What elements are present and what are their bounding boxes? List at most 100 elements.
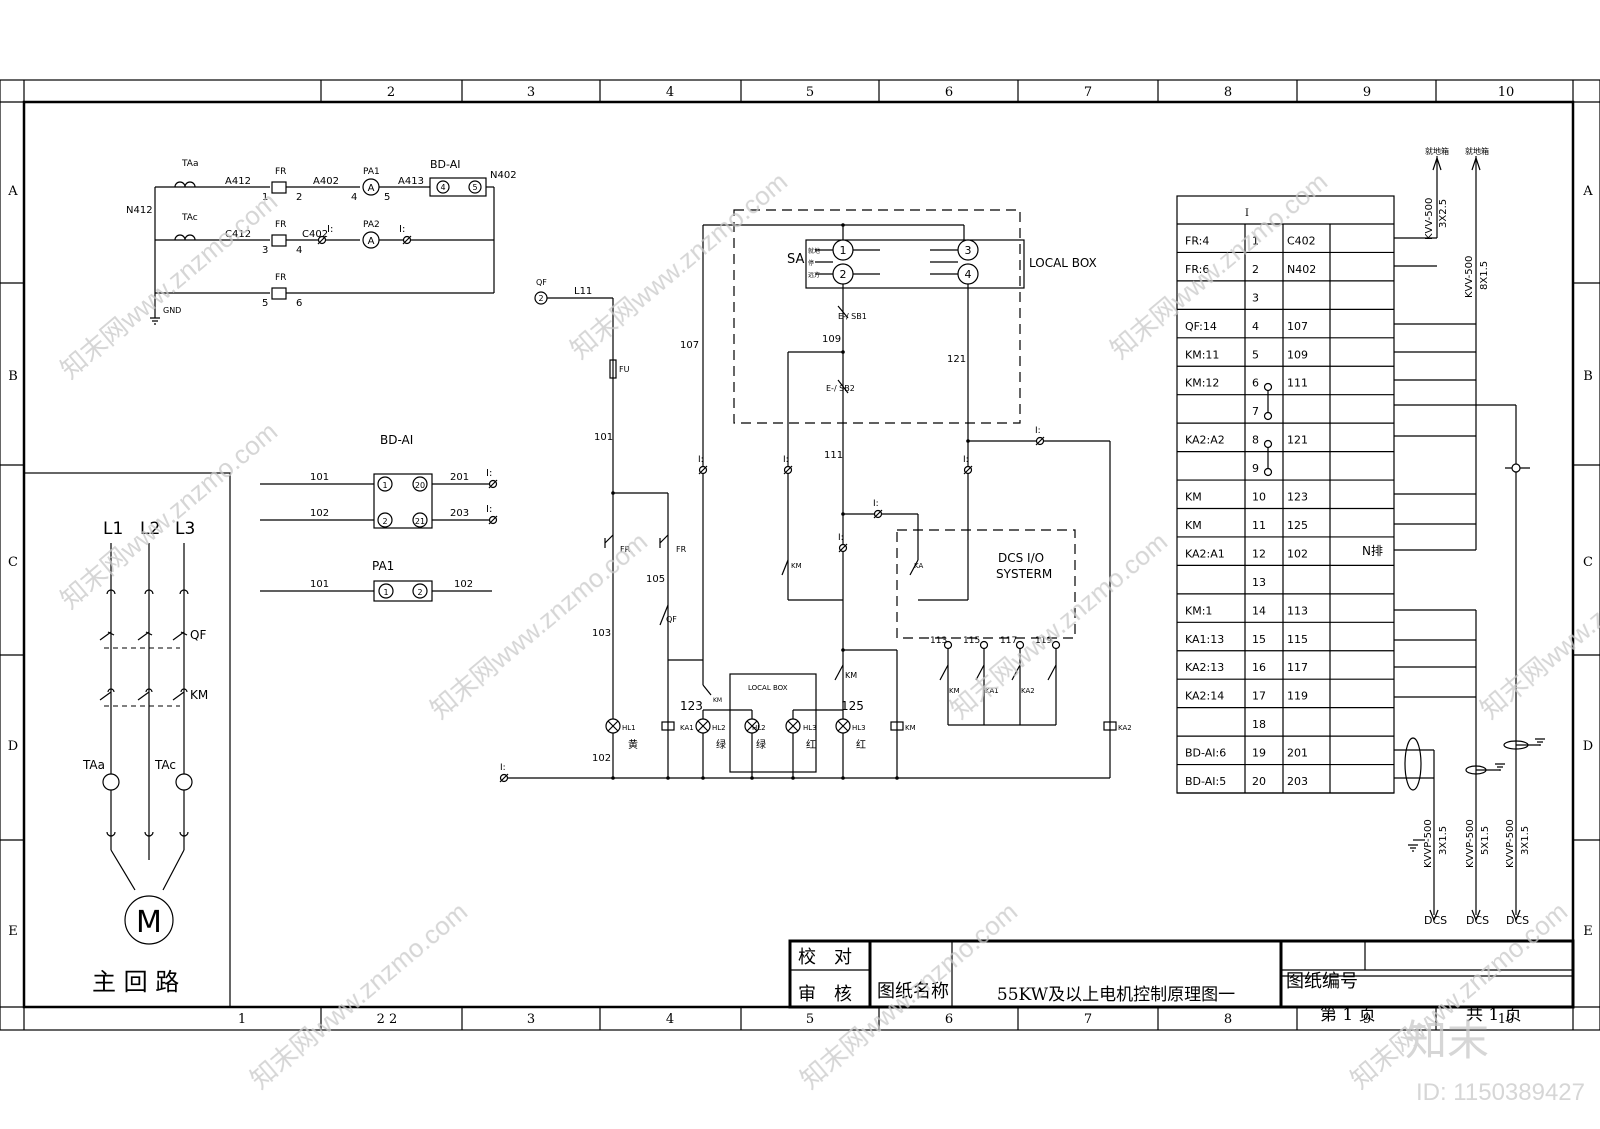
terminal-number: 1 bbox=[1252, 234, 1259, 247]
label: 6 bbox=[296, 298, 302, 309]
label: DCS bbox=[1466, 914, 1489, 927]
row-label: A bbox=[1582, 184, 1593, 199]
label: FR bbox=[275, 167, 286, 177]
label: TAc bbox=[181, 213, 198, 223]
label: QF bbox=[190, 628, 206, 642]
label: 201 bbox=[450, 472, 469, 483]
terminal-wire: 113 bbox=[1287, 604, 1308, 617]
terminal-device: KA2:A1 bbox=[1185, 547, 1225, 560]
label: 103 bbox=[592, 628, 611, 639]
ct-tac-icon bbox=[175, 773, 193, 791]
lamp-color: 红 bbox=[856, 738, 866, 751]
label: 3 bbox=[965, 244, 972, 257]
label: 119 bbox=[1035, 636, 1052, 646]
motor-icon bbox=[124, 895, 174, 945]
label: TAa bbox=[181, 159, 198, 169]
metering-circuit: TAa TAc N412 A412 C412 GND FR FR FR 1 2 … bbox=[126, 158, 517, 325]
col-label: 4 bbox=[666, 85, 674, 100]
terminal-wire: 125 bbox=[1287, 519, 1308, 532]
label: KM bbox=[905, 724, 916, 732]
col-label: 8 bbox=[1224, 1012, 1232, 1027]
terminal-wire: 107 bbox=[1287, 320, 1308, 333]
terminal-number: 9 bbox=[1252, 462, 1259, 475]
label: 113 bbox=[930, 636, 947, 646]
breaker-qf-icon bbox=[99, 589, 189, 641]
lamp-color: 红 bbox=[806, 738, 816, 751]
label: 101 bbox=[594, 432, 613, 443]
bdai-title: BD-AI bbox=[380, 433, 413, 447]
terminal-number: 2 bbox=[1252, 263, 1259, 276]
terminal-wire: 201 bbox=[1287, 747, 1308, 760]
label: 4 bbox=[965, 268, 972, 281]
terminal-wire: 111 bbox=[1287, 377, 1308, 390]
label: 109 bbox=[822, 334, 841, 345]
terminal-number: 15 bbox=[1252, 633, 1266, 646]
terminal-device: KM:12 bbox=[1185, 377, 1219, 390]
terminal-wire: 117 bbox=[1287, 661, 1308, 674]
ct-taa-icon bbox=[102, 773, 120, 791]
label: A413 bbox=[398, 176, 424, 187]
col-label: 9 bbox=[1363, 1012, 1371, 1027]
label: BD-AI bbox=[430, 158, 461, 171]
ct-coil-icon bbox=[174, 234, 196, 241]
row-label: A bbox=[7, 184, 18, 199]
cable-label: KVVP-500 bbox=[1465, 819, 1476, 868]
row-label: C bbox=[8, 555, 18, 570]
label: GND bbox=[163, 306, 181, 315]
terminal-device: BD-AI:6 bbox=[1185, 747, 1226, 760]
label: 就地箱 bbox=[1425, 146, 1449, 156]
label: 远方 bbox=[808, 271, 820, 279]
terminal-number: 17 bbox=[1252, 690, 1266, 703]
cable-label: 5X1.5 bbox=[1480, 826, 1491, 855]
col-label: 3 bbox=[527, 85, 535, 100]
cable-label: KVVP-500 bbox=[1423, 819, 1434, 868]
label: KM bbox=[713, 697, 722, 704]
label: I: bbox=[399, 224, 405, 235]
cable-lines: 就地箱 就地箱 KVV-500 3X2.5 KVV-500 8X1.5 KVVP… bbox=[1394, 146, 1545, 927]
terminal-number: 18 bbox=[1252, 718, 1266, 731]
label: 117 bbox=[1000, 636, 1017, 646]
col-label: 7 bbox=[1084, 85, 1092, 100]
col-label: 6 bbox=[945, 85, 953, 100]
terminal-number: 3 bbox=[1252, 291, 1259, 304]
col-label: 6 bbox=[945, 1012, 953, 1027]
label: A412 bbox=[225, 176, 251, 187]
col-label: 7 bbox=[1084, 1012, 1092, 1027]
motor-label: M bbox=[136, 905, 162, 940]
label: 4 bbox=[440, 183, 445, 192]
label: KM bbox=[845, 671, 857, 680]
label: 2 bbox=[538, 294, 543, 303]
label: DCS bbox=[1506, 914, 1529, 927]
label: 5 bbox=[384, 192, 390, 203]
label: 101 bbox=[310, 472, 329, 483]
label: 1 bbox=[840, 244, 847, 257]
label: KM bbox=[791, 562, 802, 570]
terminal-device: KM bbox=[1185, 519, 1202, 532]
col-label: 5 bbox=[806, 85, 814, 100]
label: 1 bbox=[383, 588, 388, 597]
main-circuit: L1 L2 L3 QF KM TAa TAc M 主 回 路 bbox=[23, 472, 231, 1008]
ground-icon bbox=[1495, 763, 1505, 771]
label: A bbox=[368, 183, 375, 194]
pa1-block: PA1 101 1 2 102 bbox=[260, 559, 492, 602]
arrow-up-icon bbox=[1432, 156, 1481, 171]
dcs-label: DCS I/O bbox=[998, 551, 1044, 565]
label: C402 bbox=[302, 229, 328, 240]
column-dividers bbox=[0, 80, 1600, 1030]
label: E-/ SB1 bbox=[838, 312, 867, 321]
watermark-logo: 知末 bbox=[1405, 1017, 1489, 1064]
label: TAa bbox=[82, 758, 105, 772]
label: 101 bbox=[310, 579, 329, 590]
label: 105 bbox=[646, 574, 665, 585]
label: 停 bbox=[808, 259, 814, 267]
phase-label: L3 bbox=[175, 519, 195, 539]
label: HL1 bbox=[622, 724, 636, 732]
label: FR bbox=[275, 220, 286, 230]
terminal-number: 7 bbox=[1252, 405, 1259, 418]
terminal-wire: C402 bbox=[1287, 234, 1316, 247]
row-label: C bbox=[1583, 555, 1593, 570]
pa1-title: PA1 bbox=[372, 559, 394, 573]
label: KA2 bbox=[1118, 724, 1132, 732]
local-box-label: LOCAL BOX bbox=[1029, 256, 1097, 270]
terminal-wire: 119 bbox=[1287, 690, 1308, 703]
